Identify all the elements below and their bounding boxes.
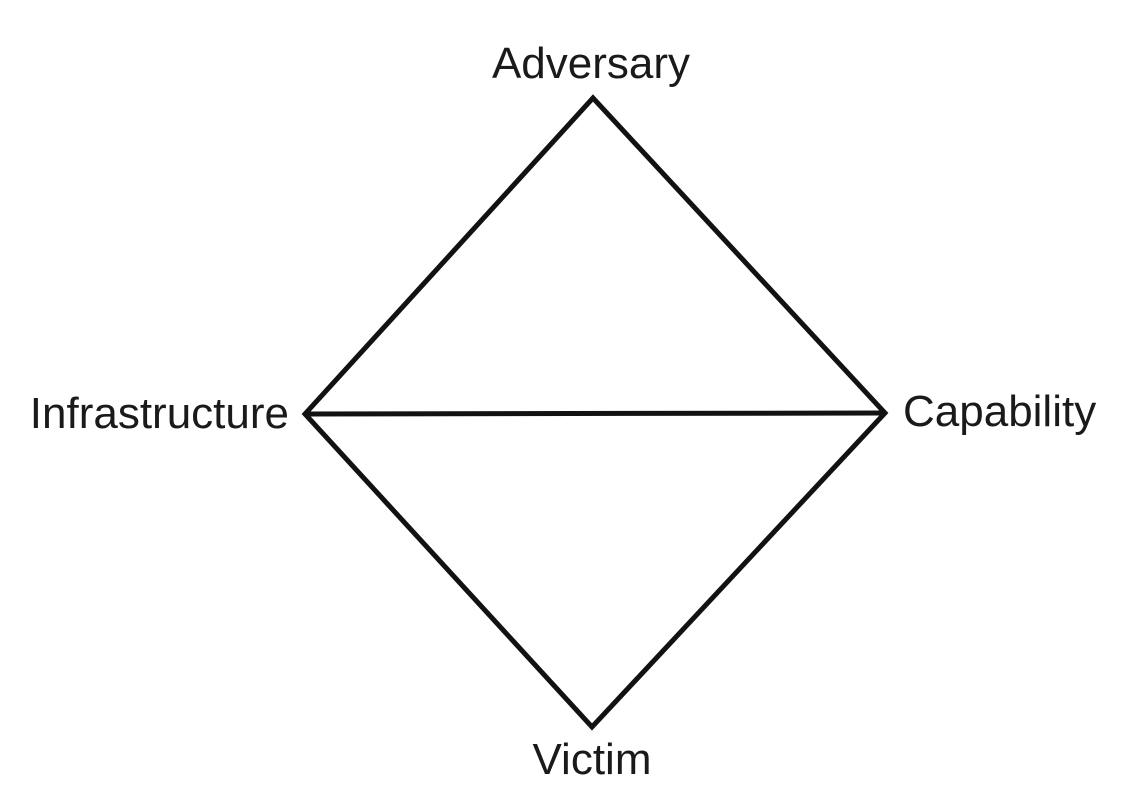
capability-vertex-label: Capability: [903, 386, 1097, 436]
adversary-vertex-label: Adversary: [491, 39, 691, 88]
infrastructure-vertex-label: Infrastructure: [29, 388, 289, 438]
diamond-outline: [301, 94, 889, 731]
infrastructure-capability-connector-line: [304, 410, 886, 417]
victim-vertex-label: Victim: [532, 735, 652, 784]
